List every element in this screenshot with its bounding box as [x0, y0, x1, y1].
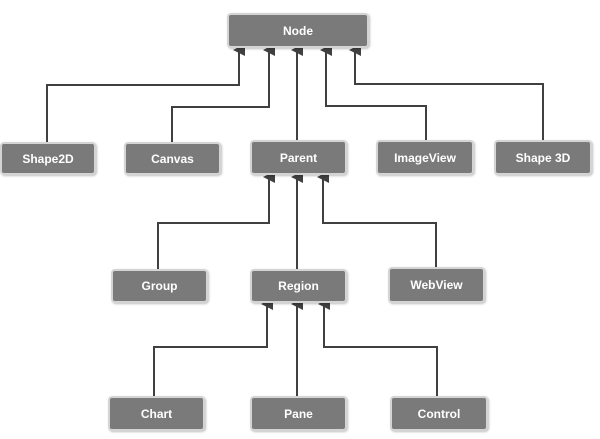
node-chart: Chart: [108, 396, 205, 431]
node-parent-label: Parent: [279, 150, 318, 165]
node-chart-label: Chart: [140, 406, 173, 421]
edge-shape3d-to-node: [349, 44, 544, 142]
node-shape3d-label: Shape 3D: [515, 150, 571, 165]
node-parent: Parent: [250, 140, 347, 175]
node-region-label: Region: [278, 279, 319, 293]
node-imageview-label: ImageView: [394, 150, 456, 165]
node-node: Node: [227, 13, 369, 48]
node-canvas: Canvas: [124, 142, 221, 175]
edge-webview-to-parent: [317, 171, 437, 269]
edge-imageview-to-node: [320, 44, 427, 142]
node-region: Region: [250, 269, 347, 303]
node-group: Group: [111, 269, 208, 303]
node-node-label: Node: [283, 23, 313, 38]
edge-control-to-region: [318, 298, 438, 398]
node-canvas-label: Canvas: [151, 151, 194, 166]
node-shape2d-label: Shape2D: [22, 151, 74, 166]
edge-chart-to-region: [153, 298, 273, 398]
node-group-label: Group: [141, 279, 178, 293]
edge-shape2d-to-node: [46, 44, 245, 144]
node-control: Control: [390, 396, 488, 431]
node-shape2d: Shape2D: [0, 142, 96, 175]
node-shape3d: Shape 3D: [494, 140, 592, 175]
node-pane: Pane: [250, 396, 347, 431]
edge-group-to-parent: [157, 171, 275, 271]
node-imageview: ImageView: [376, 140, 474, 175]
node-control-label: Control: [417, 406, 461, 421]
edge-canvas-to-node: [171, 44, 275, 144]
node-webview-label: WebView: [410, 278, 463, 292]
node-pane-label: Pane: [284, 406, 313, 421]
node-webview: WebView: [388, 267, 485, 303]
